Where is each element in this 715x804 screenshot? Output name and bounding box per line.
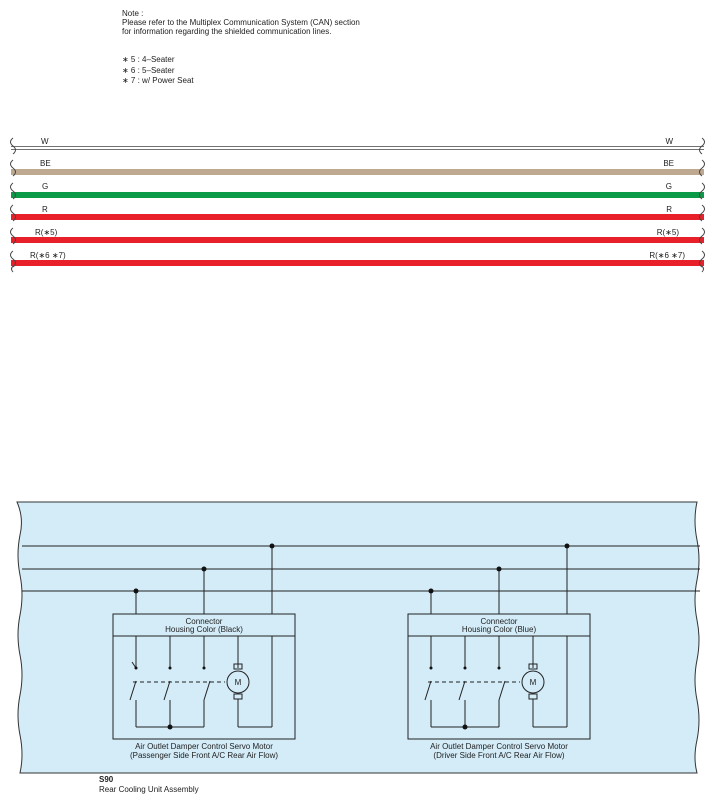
- wire-label-left: G: [42, 182, 48, 191]
- component-name-2: (Driver Side Front A/C Rear Air Flow): [433, 751, 564, 760]
- legend-item: ∗ 6 : 5–Seater: [122, 65, 175, 75]
- motor-label: M: [235, 678, 242, 687]
- wire-label-right: W: [665, 137, 673, 146]
- wire-label-left: R: [42, 205, 48, 214]
- wire-label-right: R(∗6 ∗7): [649, 251, 685, 260]
- wire-label-left: W: [41, 137, 49, 146]
- wire-label-right: G: [666, 182, 672, 191]
- component-name-1: Air Outlet Damper Control Servo Motor: [430, 742, 568, 751]
- servo-motor-passenger: M Connector Housing Color (Black) Air Ou…: [112, 543, 296, 760]
- wire-label-right: BE: [663, 159, 674, 168]
- servo-motor-driver: M Connector Housing Color (Blue) Air Out…: [407, 543, 591, 760]
- connector-label-2: Housing Color (Black): [165, 625, 243, 634]
- wire-w: W W: [11, 137, 704, 150]
- legend-block: ∗ 5 : 4–Seater ∗ 6 : 5–Seater ∗ 7 : w/ P…: [122, 55, 194, 87]
- wire-r: R R: [11, 205, 704, 220]
- wire-g: G G: [11, 182, 704, 198]
- wire-label-left: BE: [40, 159, 51, 168]
- motor-label: M: [530, 678, 537, 687]
- break-marks-left: [10, 137, 16, 273]
- legend-item: ∗ 7 : w/ Power Seat: [122, 76, 194, 85]
- component-name-2: (Passenger Side Front A/C Rear Air Flow): [130, 751, 278, 760]
- rear-cooling-unit-panel: M Connector Housing Color (Black) Air Ou…: [16, 501, 700, 774]
- wire-r-5: R(∗5) R(∗5): [11, 228, 704, 243]
- wire-harness: W W BE BE G G R R R(∗5) R(∗5) R(∗6 ∗7) R…: [10, 137, 705, 273]
- connector-label-1: Connector: [481, 617, 518, 626]
- note-line-1: Please refer to the Multiplex Communicat…: [122, 18, 360, 27]
- assembly-code: S90: [99, 775, 114, 784]
- connector-label-2: Housing Color (Blue): [462, 625, 537, 634]
- break-marks-right: [699, 137, 705, 273]
- wire-r-6-7: R(∗6 ∗7) R(∗6 ∗7): [11, 251, 704, 266]
- note-line-2: for information regarding the shielded c…: [122, 27, 332, 36]
- wire-label-right: R: [666, 205, 672, 214]
- note-title: Note :: [122, 9, 144, 18]
- note-block: Note : Please refer to the Multiplex Com…: [122, 9, 360, 36]
- wire-be: BE BE: [11, 159, 704, 175]
- legend-item: ∗ 5 : 4–Seater: [122, 55, 175, 64]
- component-name-1: Air Outlet Damper Control Servo Motor: [135, 742, 273, 751]
- assembly-name: Rear Cooling Unit Assembly: [99, 785, 199, 794]
- connector-label-1: Connector: [186, 617, 223, 626]
- wire-label-right: R(∗5): [657, 228, 680, 237]
- wire-label-left: R(∗6 ∗7): [30, 251, 66, 260]
- wire-label-left: R(∗5): [35, 228, 58, 237]
